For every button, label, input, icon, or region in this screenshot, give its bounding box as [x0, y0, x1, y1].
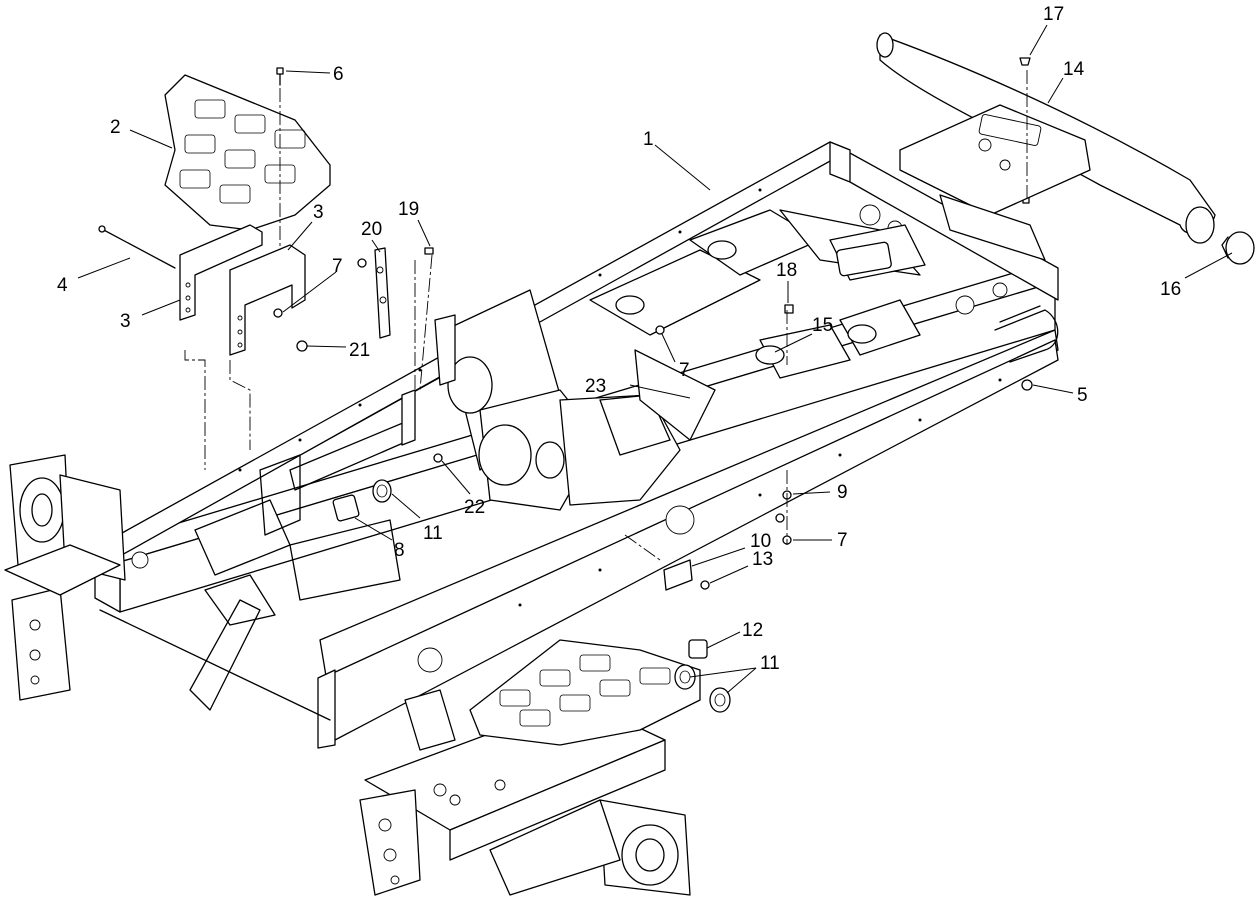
grommet-part-11-lower-a [674, 664, 696, 690]
bolt-part-6 [276, 67, 284, 86]
callout-15: 15 [812, 315, 833, 336]
callout-18: 18 [776, 260, 797, 281]
end-cap-part-16 [1221, 231, 1255, 265]
grommet-part-11-lower-b [709, 687, 731, 713]
callout-11-lower: 11 [760, 653, 780, 674]
callout-23: 23 [585, 376, 606, 397]
bracket-right [229, 244, 306, 356]
callout-11-upper: 11 [423, 523, 443, 544]
leader-lines [77, 24, 1233, 694]
front-linkage [99, 419, 411, 721]
front-left-hub [4, 454, 126, 701]
callout-9: 9 [837, 482, 848, 503]
small-hardware [273, 196, 1033, 590]
footrest-upper [164, 74, 331, 231]
callout-10: 10 [750, 531, 771, 552]
callout-13: 13 [752, 549, 773, 570]
alignment-center-lines [184, 70, 1028, 561]
rear-mount-plate [899, 104, 1091, 261]
callout-16: 16 [1160, 279, 1181, 300]
callout-5: 5 [1077, 385, 1088, 406]
callout-1: 1 [643, 129, 654, 150]
grommet-part-8 [332, 494, 360, 522]
rod-part-4 [98, 225, 176, 269]
callout-20: 20 [361, 219, 382, 240]
bolt-part-17 [1019, 57, 1031, 66]
callout-6: 6 [333, 64, 344, 85]
bolt-part-19 [424, 247, 434, 255]
bracket-left [179, 224, 263, 321]
callout-17: 17 [1043, 4, 1064, 25]
callout-3-upper: 3 [313, 202, 324, 223]
center-bracket-assembly [444, 289, 716, 511]
callout-2: 2 [110, 117, 121, 138]
callout-19: 19 [398, 199, 419, 220]
callout-labels: 1 2 3 3 4 5 6 7 7 7 8 9 10 11 11 12 13 1… [57, 4, 1181, 674]
strap-part-20 [374, 247, 391, 339]
callout-12: 12 [742, 620, 763, 641]
plate-near-19 [401, 314, 456, 446]
rear-lower-assembly [359, 689, 691, 896]
inner-cross-members [589, 209, 926, 379]
callout-7-a: 7 [332, 256, 343, 277]
callout-14: 14 [1063, 59, 1085, 80]
callout-8: 8 [394, 540, 405, 561]
clip-part-10 [663, 559, 693, 591]
callout-7-c: 7 [837, 530, 848, 551]
handle-loop [994, 305, 1059, 363]
footrest-lower [469, 639, 701, 746]
grommet-part-11-upper [372, 479, 392, 503]
callout-3-lower: 3 [120, 311, 131, 332]
callout-22: 22 [464, 497, 485, 518]
callout-7-b: 7 [679, 360, 690, 381]
callout-21: 21 [349, 340, 370, 361]
callout-4: 4 [57, 275, 68, 296]
grommet-part-12 [688, 639, 708, 659]
